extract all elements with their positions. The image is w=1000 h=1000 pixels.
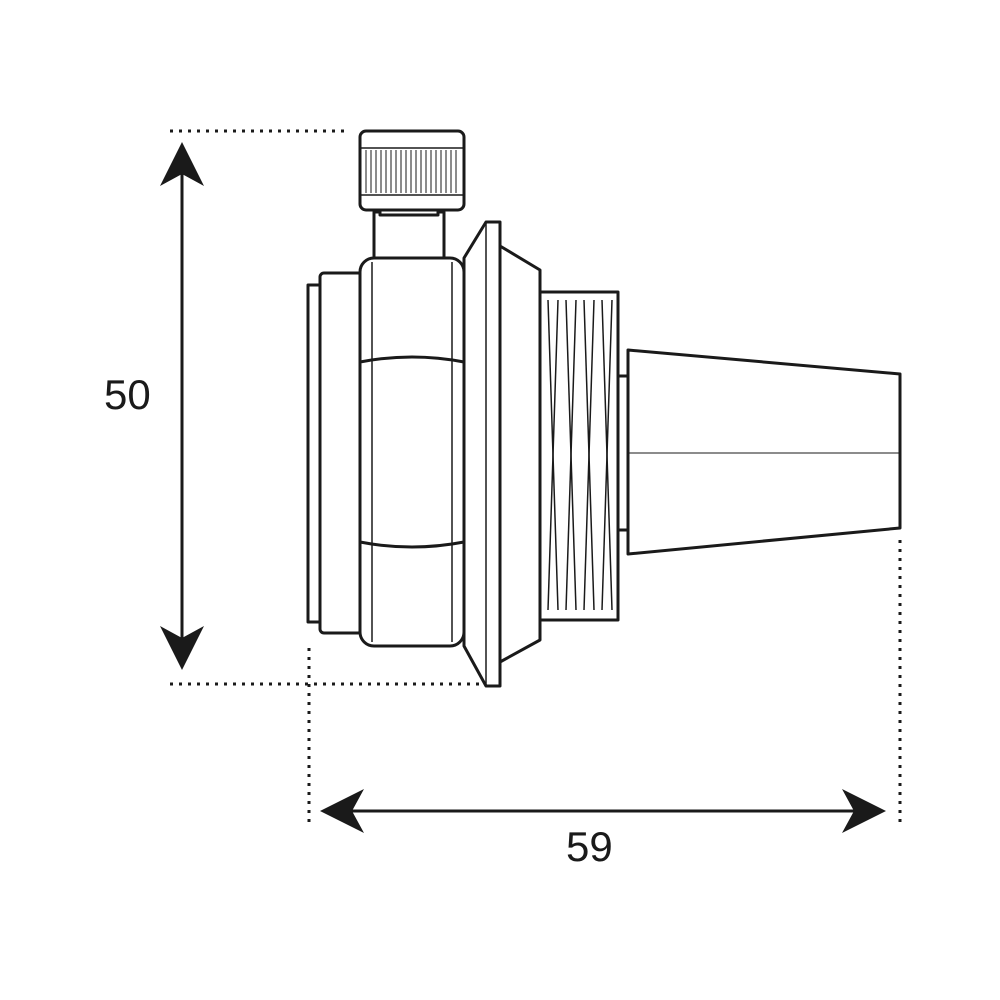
thread-ridge (601, 299, 613, 611)
flange-washer (462, 220, 502, 688)
hex-nut-middle-flat (358, 355, 466, 549)
extension-lines (170, 129, 902, 825)
thread-lines (547, 299, 613, 611)
tapered-collar (498, 244, 542, 664)
height-dimension-label: 50 (104, 371, 151, 418)
left-ring (318, 271, 364, 635)
fitting-body (306, 129, 902, 688)
thread-ridge (547, 299, 559, 611)
tapered-cone (626, 348, 902, 556)
arrow-up-icon (160, 142, 204, 186)
valve-stem (372, 210, 446, 262)
width-dimension-label: 59 (566, 823, 613, 870)
thread-ridge (565, 299, 577, 611)
arrow-down-icon (160, 626, 204, 670)
thread-ridge (583, 299, 595, 611)
arrow-right-icon (842, 789, 886, 833)
knurl-lines (365, 150, 457, 193)
height-dimension (160, 142, 204, 670)
width-dimension (320, 789, 886, 833)
arrow-left-icon (320, 789, 364, 833)
